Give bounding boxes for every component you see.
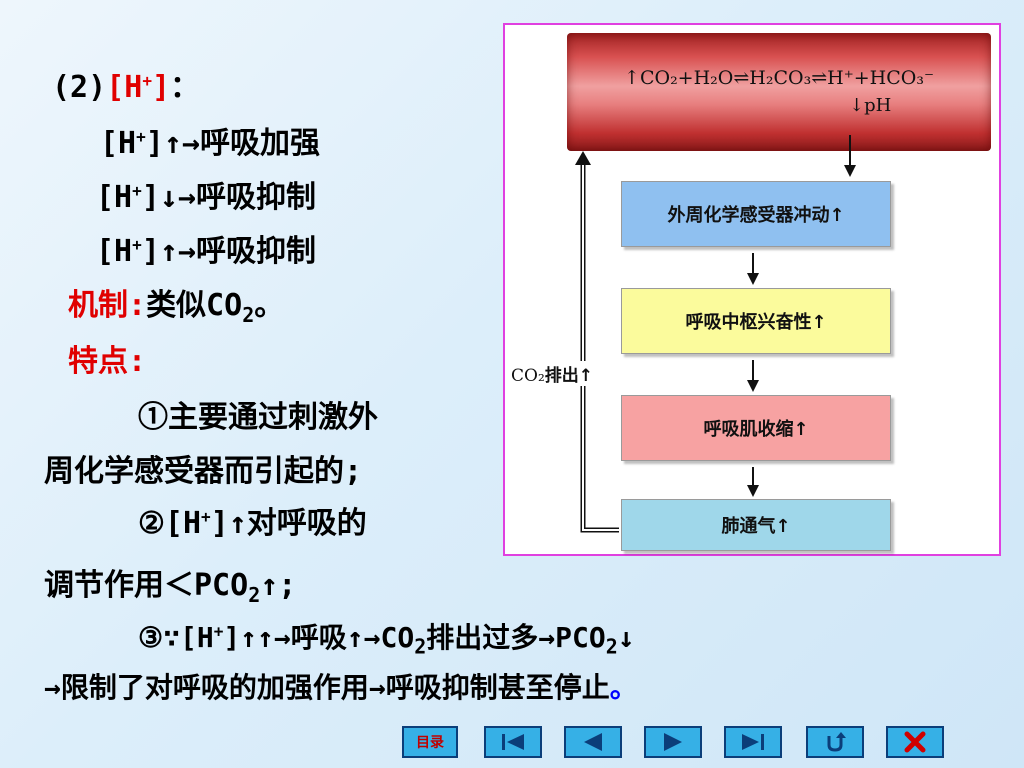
mechanism-label: 机制: [68,288,147,323]
ph-label: ↓pH [849,95,892,116]
peripheral-chemoreceptor-box: 外周化学感受器冲动↑ [621,181,891,247]
menu-button[interactable]: 目录 [402,726,458,758]
next-slide-button[interactable] [644,726,702,758]
features-label: 特点: [68,344,147,379]
respiration-diagram: ↑CO₂+H₂O⇌H₂CO₃⇌H⁺+HCO₃⁻ ↓pH 外周化学感受器冲动↑ 呼… [503,23,1001,556]
point-3-line-a: ③∵[H+]↑↑→呼吸↑→CO2排出过多→PCO2↓ [138,621,635,659]
first-icon [502,734,524,750]
respiratory-muscle-box: 呼吸肌收缩↑ [621,395,891,461]
heading-h-ion: [H+] [106,70,171,105]
diagram-arrows [575,135,856,533]
point-2-line-b: 调节作用＜PCO2↑; [44,568,297,607]
acid-base-equation: ↑CO₂+H₂O⇌H₂CO₃⇌H⁺+HCO₃⁻ [624,67,934,89]
blood-vessel-image: ↑CO₂+H₂O⇌H₂CO₃⇌H⁺+HCO₃⁻ ↓pH [567,33,991,151]
next-icon [664,733,682,751]
exit-icon [904,731,926,753]
point-3-line-b: →限制了对呼吸的加强作用→呼吸抑制甚至停止。 [44,671,638,704]
co2-exhaust-label: CO₂排出↑ [511,361,594,386]
point-1-line-a: ①主要通过刺激外 [138,400,378,435]
rule-row-1: [H+]↑→呼吸加强 [100,126,320,161]
return-button[interactable] [806,726,864,758]
heading-number: (2) [52,70,107,105]
point-2-line-a: ②[H+]↑对呼吸的 [138,506,367,541]
previous-slide-button[interactable] [564,726,622,758]
respiratory-center-box: 呼吸中枢兴奋性↑ [621,288,891,354]
rule-row-2: [H+]↓→呼吸抑制 [96,180,316,215]
exit-button[interactable] [886,726,944,758]
lung-ventilation-box: 肺通气↑ [621,499,891,551]
rule-row-3: [H+]↑→呼吸抑制 [96,234,316,269]
first-slide-button[interactable] [484,726,542,758]
last-icon [742,734,764,750]
section-heading: (2)[H+]： [52,68,200,108]
point-1-line-b: 周化学感受器而引起的; [44,454,363,489]
previous-icon [584,733,602,751]
mechanism-line: 机制:类似CO2。 [68,288,285,327]
last-slide-button[interactable] [724,726,782,758]
return-icon [827,732,846,752]
heading-colon: ： [170,70,201,105]
